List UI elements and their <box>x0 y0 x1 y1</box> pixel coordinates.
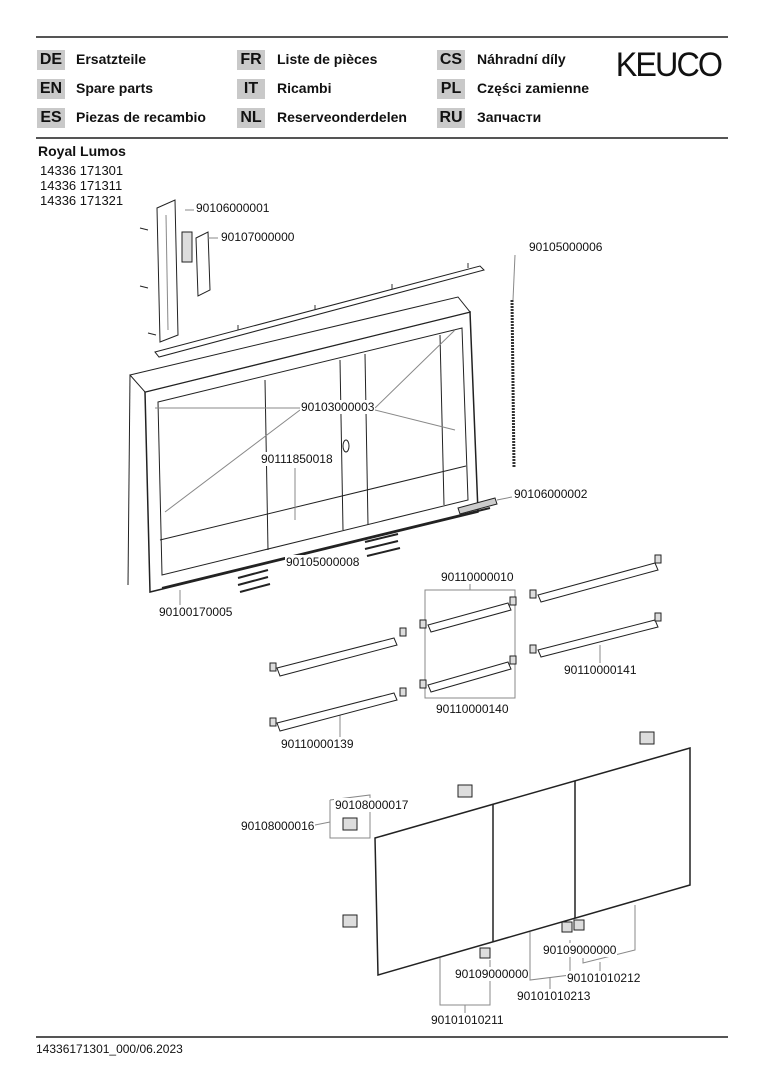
lang-label-ru: Запчасти <box>477 109 542 125</box>
bottom-strip <box>161 507 491 589</box>
lang-label-cs: Náhradní díly <box>477 51 566 67</box>
lang-code-it: IT <box>237 79 265 99</box>
side-light-bar <box>510 299 516 469</box>
part-label: 90105000008 <box>285 555 361 569</box>
mirror-doors <box>374 747 691 976</box>
lang-label-it: Ricambi <box>277 80 332 96</box>
lang-label-nl: Reserveonderdelen <box>277 109 407 125</box>
part-label: 90106000001 <box>195 201 271 215</box>
hinges <box>342 731 655 959</box>
lang-code-ru: RU <box>437 108 465 128</box>
part-label: 90106000002 <box>513 487 589 501</box>
part-label: 90110000010 <box>440 570 515 584</box>
part-label: 90103000003 <box>300 400 376 414</box>
small-profiles <box>237 497 498 593</box>
part-label: 90101010213 <box>516 989 592 1003</box>
part-label: 90100170005 <box>158 605 234 619</box>
part-label: 90110000139 <box>280 737 355 751</box>
part-label: 90101010211 <box>430 1013 505 1027</box>
lang-code-de: DE <box>37 50 65 70</box>
lang-label-es: Piezas de recambio <box>76 109 206 125</box>
side-light-panel <box>139 199 211 343</box>
part-label: 90110000140 <box>435 702 510 716</box>
glass-shelves <box>276 562 659 732</box>
lang-label-fr: Liste de pièces <box>277 51 378 67</box>
lang-code-en: EN <box>37 79 65 99</box>
product-name: Royal Lumos <box>38 143 126 159</box>
lang-code-fr: FR <box>237 50 265 70</box>
lang-label-en: Spare parts <box>76 80 154 96</box>
part-label: 90110000141 <box>563 663 638 677</box>
part-label: 90105000006 <box>528 240 604 254</box>
article-number: 14336 171321 <box>40 193 124 208</box>
top-rule <box>36 36 728 38</box>
lang-code-pl: PL <box>437 79 465 99</box>
keuco-logo: KEUCO <box>615 46 723 84</box>
lang-code-es: ES <box>37 108 65 128</box>
document-id: 14336171301_000/06.2023 <box>36 1042 183 1056</box>
article-number: 14336 171311 <box>40 178 123 193</box>
lang-label-de: Ersatzteile <box>76 51 147 67</box>
part-label: 90109000000 <box>454 967 530 981</box>
part-label: 90111850018 <box>260 452 334 466</box>
lang-code-cs: CS <box>437 50 465 70</box>
header-rule <box>36 137 728 139</box>
top-strip <box>154 265 485 358</box>
part-label: 90101010212 <box>566 971 642 985</box>
part-label: 90108000016 <box>240 819 316 833</box>
part-label: 90109000000 <box>542 943 618 957</box>
footer-rule <box>36 1036 728 1038</box>
cabinet-body <box>127 296 479 593</box>
part-label: 90107000000 <box>220 230 296 244</box>
article-number: 14336 171301 <box>40 163 124 178</box>
lang-code-nl: NL <box>237 108 265 128</box>
part-label: 90108000017 <box>334 798 410 812</box>
lang-label-pl: Części zamienne <box>477 80 590 96</box>
shelf-supports <box>269 554 662 727</box>
leader-lines <box>155 209 636 1014</box>
